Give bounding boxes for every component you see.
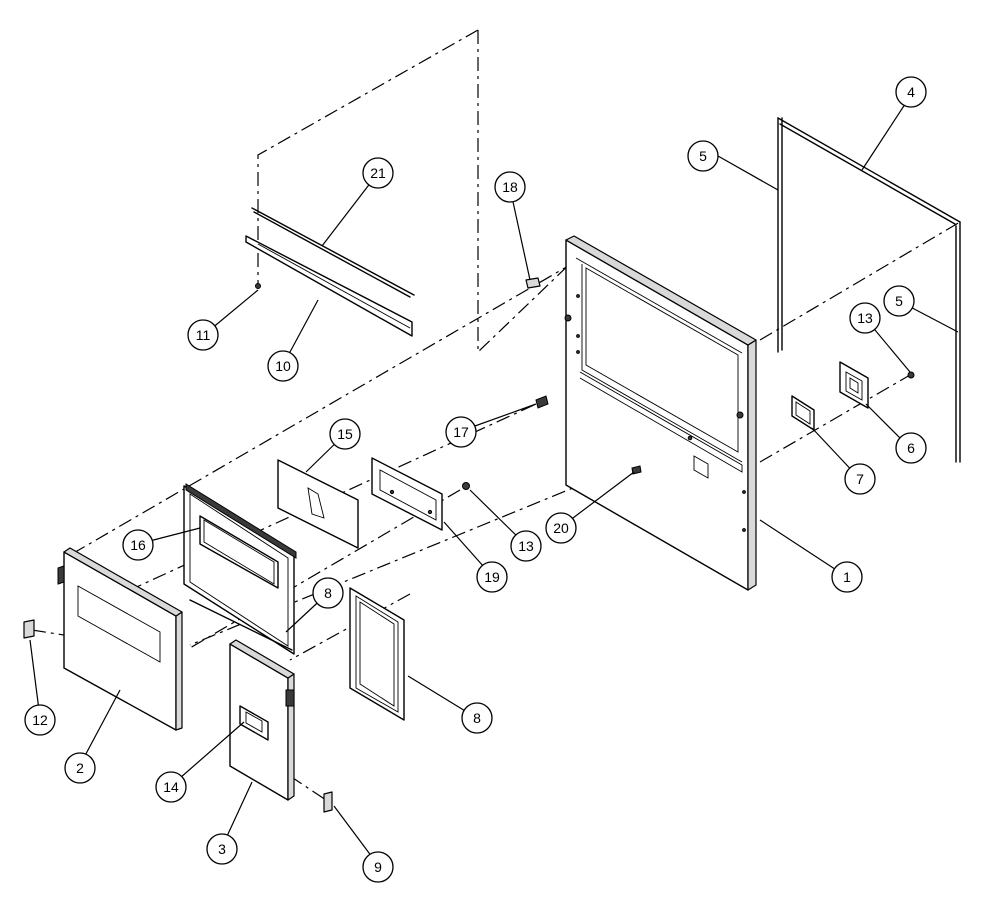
callout-3: 3: [206, 833, 238, 865]
callout-8-lower: 8: [461, 702, 493, 734]
callout-7: 7: [844, 463, 876, 495]
callout-19: 19: [476, 561, 508, 593]
callout-label: 21: [370, 165, 386, 181]
callouts: 1 2 3 4 5 5 6 7 8 8 9 10 11 12 13 13 14 …: [24, 76, 927, 883]
hinge-12: [23, 619, 35, 639]
strip-8: [189, 599, 293, 651]
callout-label: 12: [32, 712, 48, 728]
callout-label: 11: [196, 327, 211, 343]
callout-1: 1: [831, 561, 863, 593]
callout-label: 13: [857, 310, 873, 326]
glass-15: [277, 459, 359, 549]
callout-label: 8: [473, 710, 481, 726]
callout-label: 7: [856, 471, 864, 487]
callout-label: 19: [484, 569, 500, 585]
leader-lines: [29, 94, 959, 866]
callout-14: 14: [155, 771, 187, 803]
callout-label: 2: [76, 760, 84, 776]
gasket-8: [349, 587, 405, 721]
hinge-9: [323, 791, 333, 813]
channel-10: [245, 235, 413, 337]
callout-label: 5: [699, 148, 707, 164]
callout-6: 6: [895, 432, 927, 464]
callout-2: 2: [64, 752, 96, 784]
callout-5-lower: 5: [883, 285, 915, 317]
callout-13-left: 13: [510, 530, 542, 562]
callout-16: 16: [122, 529, 154, 561]
window-frame-16: [183, 483, 297, 655]
screw-11: [255, 283, 261, 289]
callout-20: 20: [545, 512, 577, 544]
callout-label: 10: [275, 358, 291, 374]
callout-21: 21: [362, 157, 394, 189]
screw-17: [535, 395, 549, 409]
screw-20: [631, 465, 642, 475]
callout-label: 9: [374, 859, 382, 875]
gasket-7: [791, 395, 815, 431]
nut-13-right: [907, 371, 915, 379]
callout-label: 6: [907, 440, 915, 456]
callout-15: 15: [329, 418, 361, 450]
callout-18: 18: [494, 171, 526, 203]
callout-label: 14: [163, 779, 179, 795]
callout-4: 4: [895, 76, 927, 108]
callout-12: 12: [24, 704, 56, 736]
callout-label: 4: [907, 84, 915, 100]
callout-8-upper: 8: [312, 577, 344, 609]
callout-label: 15: [337, 426, 353, 442]
rear-panel: [777, 117, 961, 463]
nut-13-left: [462, 482, 470, 490]
pin-18: [525, 277, 541, 289]
callout-label: 3: [218, 841, 226, 857]
left-door-2: [57, 547, 183, 731]
callout-5-upper: 5: [687, 140, 719, 172]
strip-21: [251, 207, 415, 298]
callout-label: 16: [130, 537, 146, 553]
bracket-19: [371, 457, 443, 531]
callout-label: 17: [453, 424, 469, 440]
callout-label: 18: [502, 179, 518, 195]
callout-label: 13: [518, 538, 534, 554]
callout-17: 17: [445, 416, 477, 448]
callout-13-right: 13: [849, 302, 881, 334]
callout-11: 11: [187, 319, 219, 351]
lock-14: [239, 705, 269, 741]
latch-bracket-6: [839, 361, 869, 409]
callout-9: 9: [362, 851, 394, 883]
callout-label: 5: [895, 293, 903, 309]
main-door-panel: [564, 235, 757, 591]
callout-label: 1: [843, 569, 851, 585]
callout-label: 8: [324, 585, 332, 601]
callout-10: 10: [267, 350, 299, 382]
callout-label: 20: [553, 520, 569, 536]
